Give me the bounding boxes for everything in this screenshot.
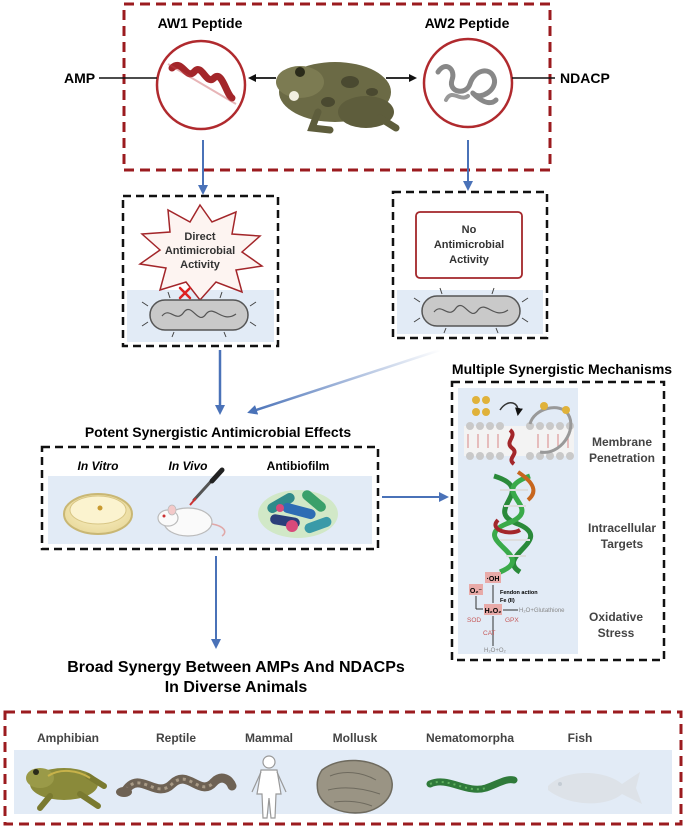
reptile-icon [116,773,237,797]
animals-panel: Amphibian Reptile Mammal Mollusk Nematom… [3,710,683,826]
oxidative-line-2: Stress [598,626,635,640]
antibiofilm-label: Antibiofilm [267,459,330,473]
animal-label-mollusk: Mollusk [333,731,378,745]
h2o-o2-label: H₂O+O₂ [484,648,507,654]
burst-line-1: Direct [184,231,216,243]
oxidative-pathway: O₂⁻ ·OH H₂O₂ Fendon action Fe (II) SOD G… [467,572,565,654]
card-line-2: Antimicrobial [434,239,504,251]
membrane-line-2: Penetration [589,451,655,465]
biofilm-icon [258,490,338,538]
animal-label-fish: Fish [568,731,593,745]
glutathione-label: H₂O+Glutathione [519,608,565,614]
ndacp-label: NDACP [560,70,610,86]
effects-box: In Vitro In Vivo Antibiofilm [40,445,380,551]
mollusk-icon [316,759,393,814]
animal-label-mammal: Mammal [245,731,293,745]
intracellular-line-1: Intracellular [588,521,656,535]
burst-line-2: Antimicrobial [165,245,235,257]
top-peptide-panel: AW1 Peptide AW2 Peptide AMP NDACP [64,2,610,172]
animal-label-reptile: Reptile [156,731,196,745]
dropper-icon [189,467,225,506]
frog-illustration [276,62,400,134]
mechanisms-box: Membrane Penetration Intracellular Targe… [450,380,666,662]
intracellular-line-2: Targets [601,537,644,551]
fenton-label: Fendon action [500,590,538,596]
aw1-helix-circle [155,39,247,131]
animal-label-nematomorpha: Nematomorpha [426,731,514,745]
dna-illustration [492,470,536,575]
aw2-coil-circle [422,37,514,129]
amp-label: AMP [64,70,95,86]
h2o2-node: H₂O₂ [485,608,502,615]
bacterium-icon [413,287,529,334]
aw2-title: AW2 Peptide [425,15,510,31]
oxidative-line-1: Oxidative [589,610,643,624]
helix-icon [168,62,236,102]
gpx-label: GPX [505,617,519,624]
in-vitro-label: In Vitro [78,459,119,473]
fe-label: Fe (II) [500,598,515,604]
no-activity-box: No Antimicrobial Activity [391,190,549,340]
card-line-1: No [462,224,477,236]
bacterium-icon [141,291,257,338]
o2-radical: O₂⁻ [470,588,483,595]
no-activity-card [415,211,523,279]
broad-title-line-2: In Diverse Animals [165,679,308,696]
amphibian-icon [26,768,107,811]
x-mark-icon [178,286,192,300]
mechanisms-title: Multiple Synergistic Mechanisms [452,361,672,377]
membrane-line-1: Membrane [592,435,652,449]
burst-line-3: Activity [180,259,221,271]
fish-icon [548,772,642,804]
random-coil-icon [435,64,499,105]
petri-dish-icon [63,493,133,535]
mouse-icon [157,504,226,537]
worm-icon [426,776,518,793]
card-line-3: Activity [449,254,490,266]
cat-label: CAT [483,630,496,637]
broad-title-line-1: Broad Synergy Between AMPs And NDACPs [67,659,405,676]
effects-title: Potent Synergistic Antimicrobial Effects [85,424,352,440]
animal-label-amphibian: Amphibian [37,731,99,745]
aw1-title: AW1 Peptide [158,15,243,31]
membrane-illustration [464,396,574,466]
arrow-aw2-to-effects [247,348,441,415]
human-icon [251,755,287,819]
direct-activity-box: Direct Antimicrobial Activity [121,194,280,348]
sod-label: SOD [467,617,481,624]
in-vivo-label: In Vivo [169,459,208,473]
oh-radical: ·OH [487,576,500,583]
